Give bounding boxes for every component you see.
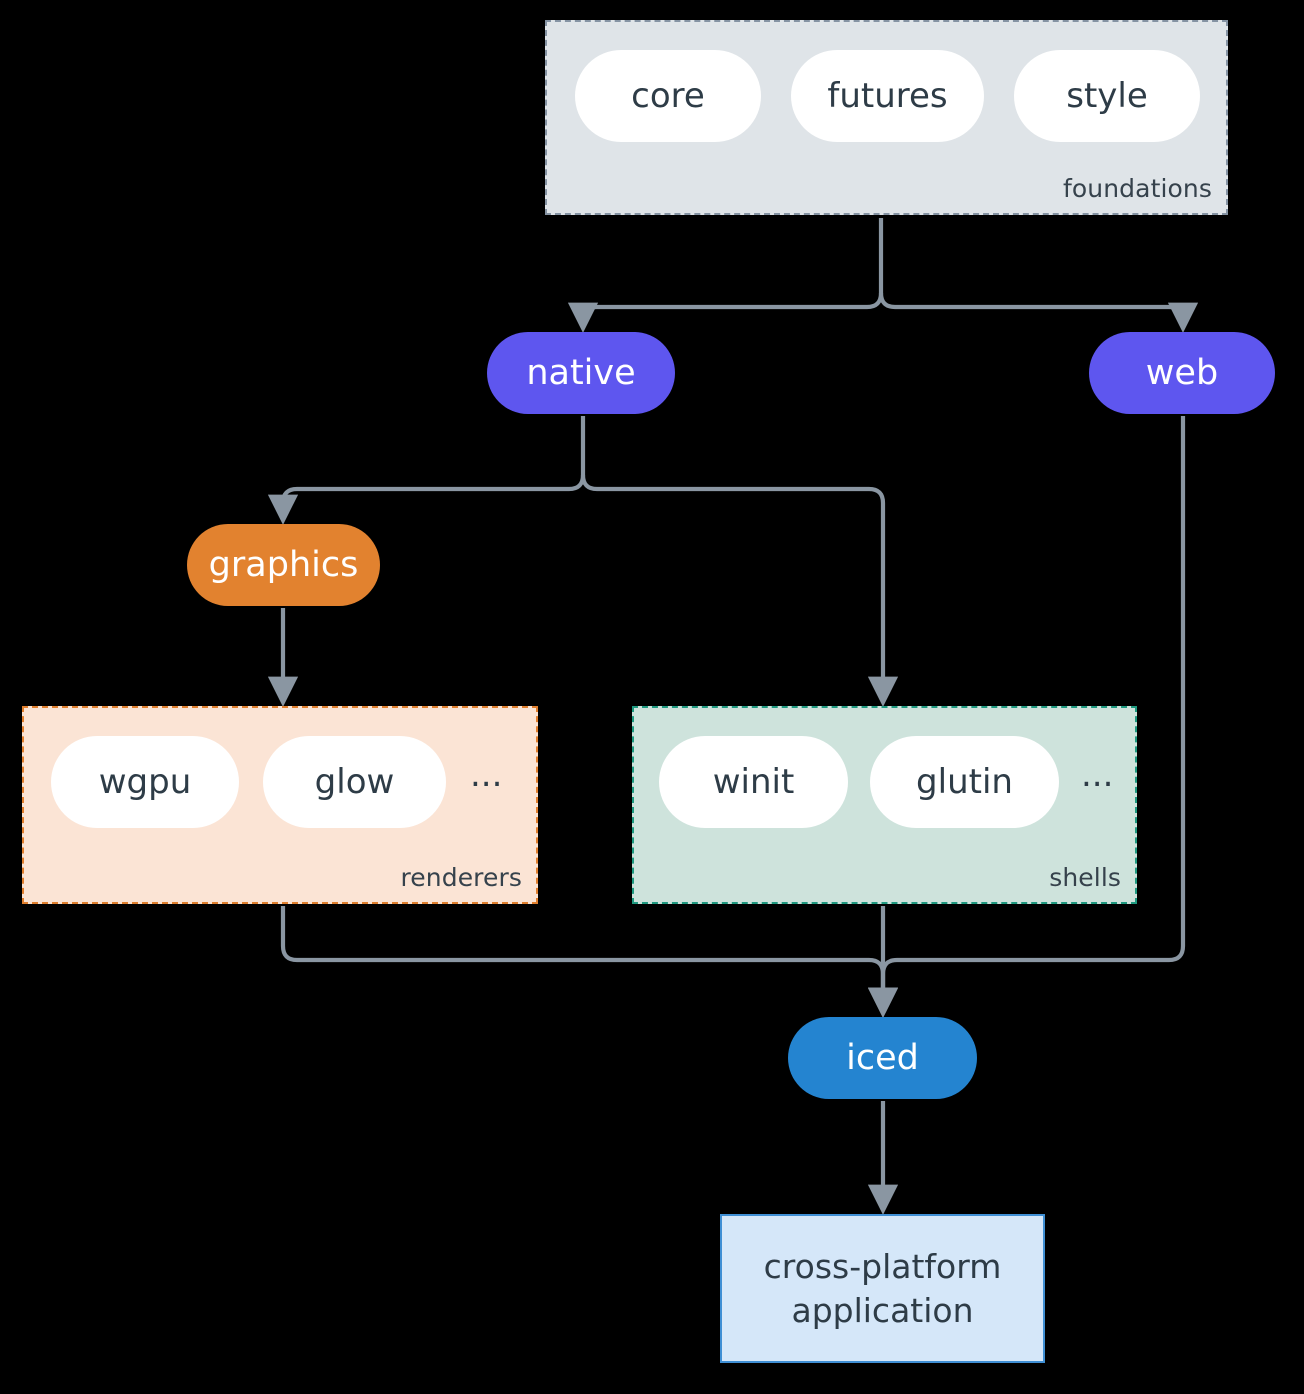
node-native[interactable]: native bbox=[487, 332, 675, 414]
pill-core[interactable]: core bbox=[575, 50, 761, 142]
pill-glutin[interactable]: glutin bbox=[870, 736, 1059, 828]
pill-futures[interactable]: futures bbox=[791, 50, 984, 142]
pill-winit[interactable]: winit bbox=[659, 736, 848, 828]
cluster-label-shells: shells bbox=[1049, 863, 1121, 892]
cluster-shells: winit glutin ... shells bbox=[632, 706, 1137, 904]
application-line-2: application bbox=[791, 1290, 974, 1330]
edge-foundations-native bbox=[567, 218, 884, 333]
pill-glow[interactable]: glow bbox=[263, 736, 446, 828]
shells-more-ellipsis: ... bbox=[1081, 755, 1114, 795]
pill-style[interactable]: style bbox=[1014, 50, 1200, 142]
node-graphics[interactable]: graphics bbox=[187, 524, 380, 606]
node-web[interactable]: web bbox=[1089, 332, 1275, 414]
node-cross-platform-application[interactable]: cross-platform application bbox=[720, 1214, 1045, 1363]
application-line-1: cross-platform bbox=[763, 1246, 1002, 1286]
node-iced[interactable]: iced bbox=[788, 1017, 977, 1099]
edge-foundations-web bbox=[878, 292, 1199, 333]
renderers-more-ellipsis: ... bbox=[470, 755, 503, 795]
edge-native-shells bbox=[580, 474, 899, 707]
cluster-foundations: core futures style foundations bbox=[545, 20, 1228, 215]
cluster-label-renderers: renderers bbox=[400, 863, 522, 892]
edge-renderers-iced bbox=[280, 906, 899, 1018]
cluster-label-foundations: foundations bbox=[1063, 174, 1212, 203]
edge-native-graphics bbox=[267, 416, 586, 525]
pill-wgpu[interactable]: wgpu bbox=[51, 736, 239, 828]
cluster-renderers: wgpu glow ... renderers bbox=[22, 706, 538, 904]
